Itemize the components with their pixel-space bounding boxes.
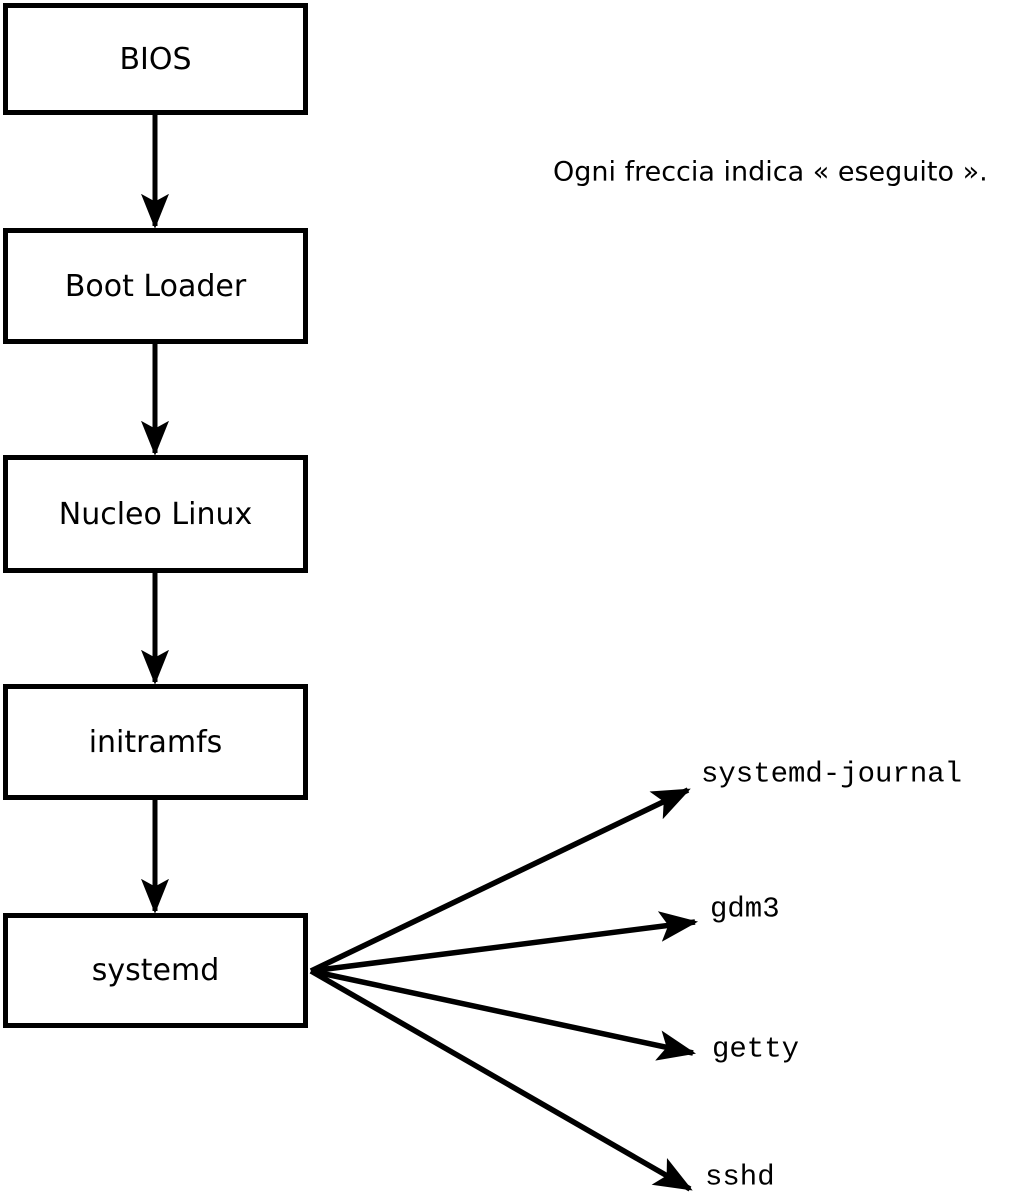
node-initramfs-label: initramfs (88, 724, 223, 760)
node-systemd-label: systemd (91, 953, 220, 988)
arrow-systemd-to-systemd-journal (309, 787, 691, 974)
arrow-systemd-to-gdm3 (310, 911, 699, 974)
arrow-systemd-to-getty (310, 968, 697, 1061)
node-boot-loader-label: Boot Loader (64, 268, 247, 304)
node-nucleo-linux: Nucleo Linux (3, 455, 308, 573)
node-bios: BIOS (3, 3, 308, 115)
node-systemd: systemd (3, 913, 308, 1028)
process-label-sshd: sshd (705, 1160, 775, 1193)
node-bios-label: BIOS (119, 41, 192, 77)
process-label-getty: getty (712, 1032, 800, 1066)
arrow-systemd-to-sshd (309, 968, 693, 1192)
legend-caption: Ogni freccia indica « eseguito ». (553, 156, 988, 188)
node-boot-loader: Boot Loader (3, 228, 308, 344)
process-label-systemd-journal: systemd-journal (701, 757, 963, 791)
process-label-gdm3: gdm3 (710, 892, 780, 926)
node-initramfs: initramfs (3, 684, 308, 800)
node-nucleo-linux-label: Nucleo Linux (58, 496, 253, 532)
